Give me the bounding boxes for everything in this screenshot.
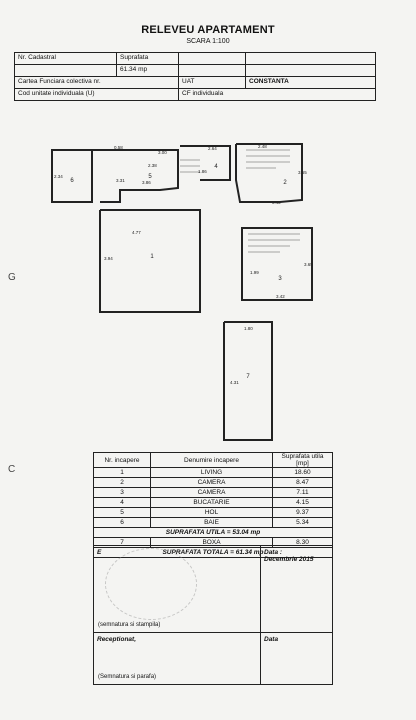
cadastral-info-table: Nr. Cadastral Suprafata 61.34 mp Cartea … (14, 52, 376, 101)
dim-label: 2.38 (148, 163, 157, 168)
data-cell: Data : Decembrie 2015 (260, 545, 333, 633)
blank-cell (245, 52, 376, 65)
punch-hole-mark: C (8, 464, 16, 475)
table-row: 2 CAMERA 8.47 (93, 477, 333, 488)
room-numbers: 6 5 4 2 1 3 7 (70, 164, 287, 380)
floor-plan: 6 5 4 2 1 3 7 0.58 3.00 2.64 2.48 3.31 3… (51, 143, 313, 441)
suprafata-label: Suprafata (116, 52, 179, 65)
uat-value: CONSTANTA (245, 76, 376, 89)
table-row: 1 LIVING 18.60 (93, 467, 333, 478)
blank-cell (14, 64, 117, 77)
table-row: 6 BAIE 5.34 (93, 517, 333, 528)
room-2-walls (235, 143, 303, 203)
dimension-labels: 0.58 3.00 2.64 2.48 3.31 3.86 1.86 3.65 … (54, 144, 313, 385)
dim-label: 1.80 (244, 326, 253, 331)
dim-label: 3.65 (304, 262, 313, 267)
dim-label: 3.42 (276, 294, 285, 299)
dim-label: 3.94 (104, 256, 113, 261)
room-label-4: 4 (214, 164, 218, 170)
dim-label: 0.58 (114, 145, 123, 150)
suprafata-utila: SUPRAFATA UTILA = 53.04 mp (93, 527, 333, 538)
room-label-1: 1 (150, 254, 154, 260)
cod-unitate-label: Cod unitate individuala (U) (14, 88, 179, 101)
dim-label: 3.86 (142, 180, 151, 185)
document-title: RELEVEU APARTAMENT (141, 24, 275, 36)
room-name: BUCATARIE (150, 497, 273, 508)
executant-label: E (97, 549, 102, 556)
data-label: Data : (264, 549, 283, 556)
room-label-6: 6 (70, 178, 74, 184)
semnatura-stampila: (semnatura si stampila) (98, 622, 161, 628)
document-scale: SCARA 1:100 (186, 38, 230, 45)
room-name: LIVING (150, 467, 273, 478)
data-value: Decembrie 2015 (264, 556, 314, 563)
room-name: HOL (150, 507, 273, 518)
room-area: 4.15 (272, 497, 333, 508)
dim-label: 3.42 (272, 200, 281, 205)
dim-label: 2.48 (258, 144, 267, 149)
room-area: 18.60 (272, 467, 333, 478)
blank-cell (245, 64, 376, 77)
dim-label: 1.99 (250, 270, 259, 275)
semnatura-parafa: (Semnatura si parafa) (98, 674, 157, 680)
table-row: 5 HOL 9.37 (93, 507, 333, 518)
room-name: CAMERA (150, 487, 273, 498)
room-nr: 5 (93, 507, 151, 518)
dim-label: 2.64 (208, 146, 217, 151)
room-name: CAMERA (150, 477, 273, 488)
dim-label: 1.86 (198, 169, 207, 174)
room-3-walls (241, 227, 313, 301)
room-nr: 2 (93, 477, 151, 488)
dim-label: 2.34 (54, 174, 63, 179)
table-row: 4 BUCATARIE 4.15 (93, 497, 333, 508)
room-nr: 1 (93, 467, 151, 478)
room-name: BAIE (150, 517, 273, 528)
dim-label: 3.31 (116, 178, 125, 183)
col-header-name: Denumire incapere (150, 452, 273, 468)
dim-label: 4.31 (230, 380, 239, 385)
room-1-walls (99, 209, 201, 313)
room-area: 8.47 (272, 477, 333, 488)
room-4-walls (180, 145, 231, 181)
room-area: 7.11 (272, 487, 333, 498)
stamp-mark (105, 548, 197, 620)
room-nr: 6 (93, 517, 151, 528)
punch-hole-mark: G (8, 272, 16, 283)
blank-cell (178, 52, 246, 65)
room-label-3: 3 (278, 276, 282, 282)
blank-cell (178, 64, 246, 77)
summary-row: SUPRAFATA UTILA = 53.04 mp (93, 527, 333, 538)
col-header-area: Suprafata utila [mp] (272, 452, 333, 468)
room-label-5: 5 (148, 174, 152, 180)
receptionat-cell: Receptionat, (Semnatura si parafa) (93, 632, 261, 685)
room-nr: 4 (93, 497, 151, 508)
suprafata-value: 61.34 mp (116, 64, 179, 77)
room-5-walls (92, 149, 179, 203)
rooms-table: Nr. incapere Denumire incapere Suprafata… (93, 452, 333, 558)
nr-cadastral-label: Nr. Cadastral (14, 52, 117, 65)
dim-label: 4.77 (132, 230, 141, 235)
room-7-walls (223, 321, 273, 441)
table-row: 3 CAMERA 7.11 (93, 487, 333, 498)
receptionat-label: Receptionat, (97, 636, 137, 643)
cf-individuala-label: CF individuala (178, 88, 376, 101)
room-area: 5.34 (272, 517, 333, 528)
carte-funciara-label: Cartea Funciara colectiva nr. (14, 76, 179, 89)
room-nr: 3 (93, 487, 151, 498)
stairs (180, 149, 300, 253)
room-label-2: 2 (283, 180, 287, 186)
data2-cell: Data (260, 632, 333, 685)
dim-label: 3.00 (158, 150, 167, 155)
room-area: 9.37 (272, 507, 333, 518)
room-label-7: 7 (246, 374, 250, 380)
col-header-nr: Nr. incapere (93, 452, 151, 468)
room-6-walls (51, 149, 93, 203)
data2-label: Data (264, 636, 279, 643)
plan-walls (51, 143, 313, 441)
dim-label: 3.65 (298, 170, 307, 175)
uat-label: UAT (178, 76, 246, 89)
